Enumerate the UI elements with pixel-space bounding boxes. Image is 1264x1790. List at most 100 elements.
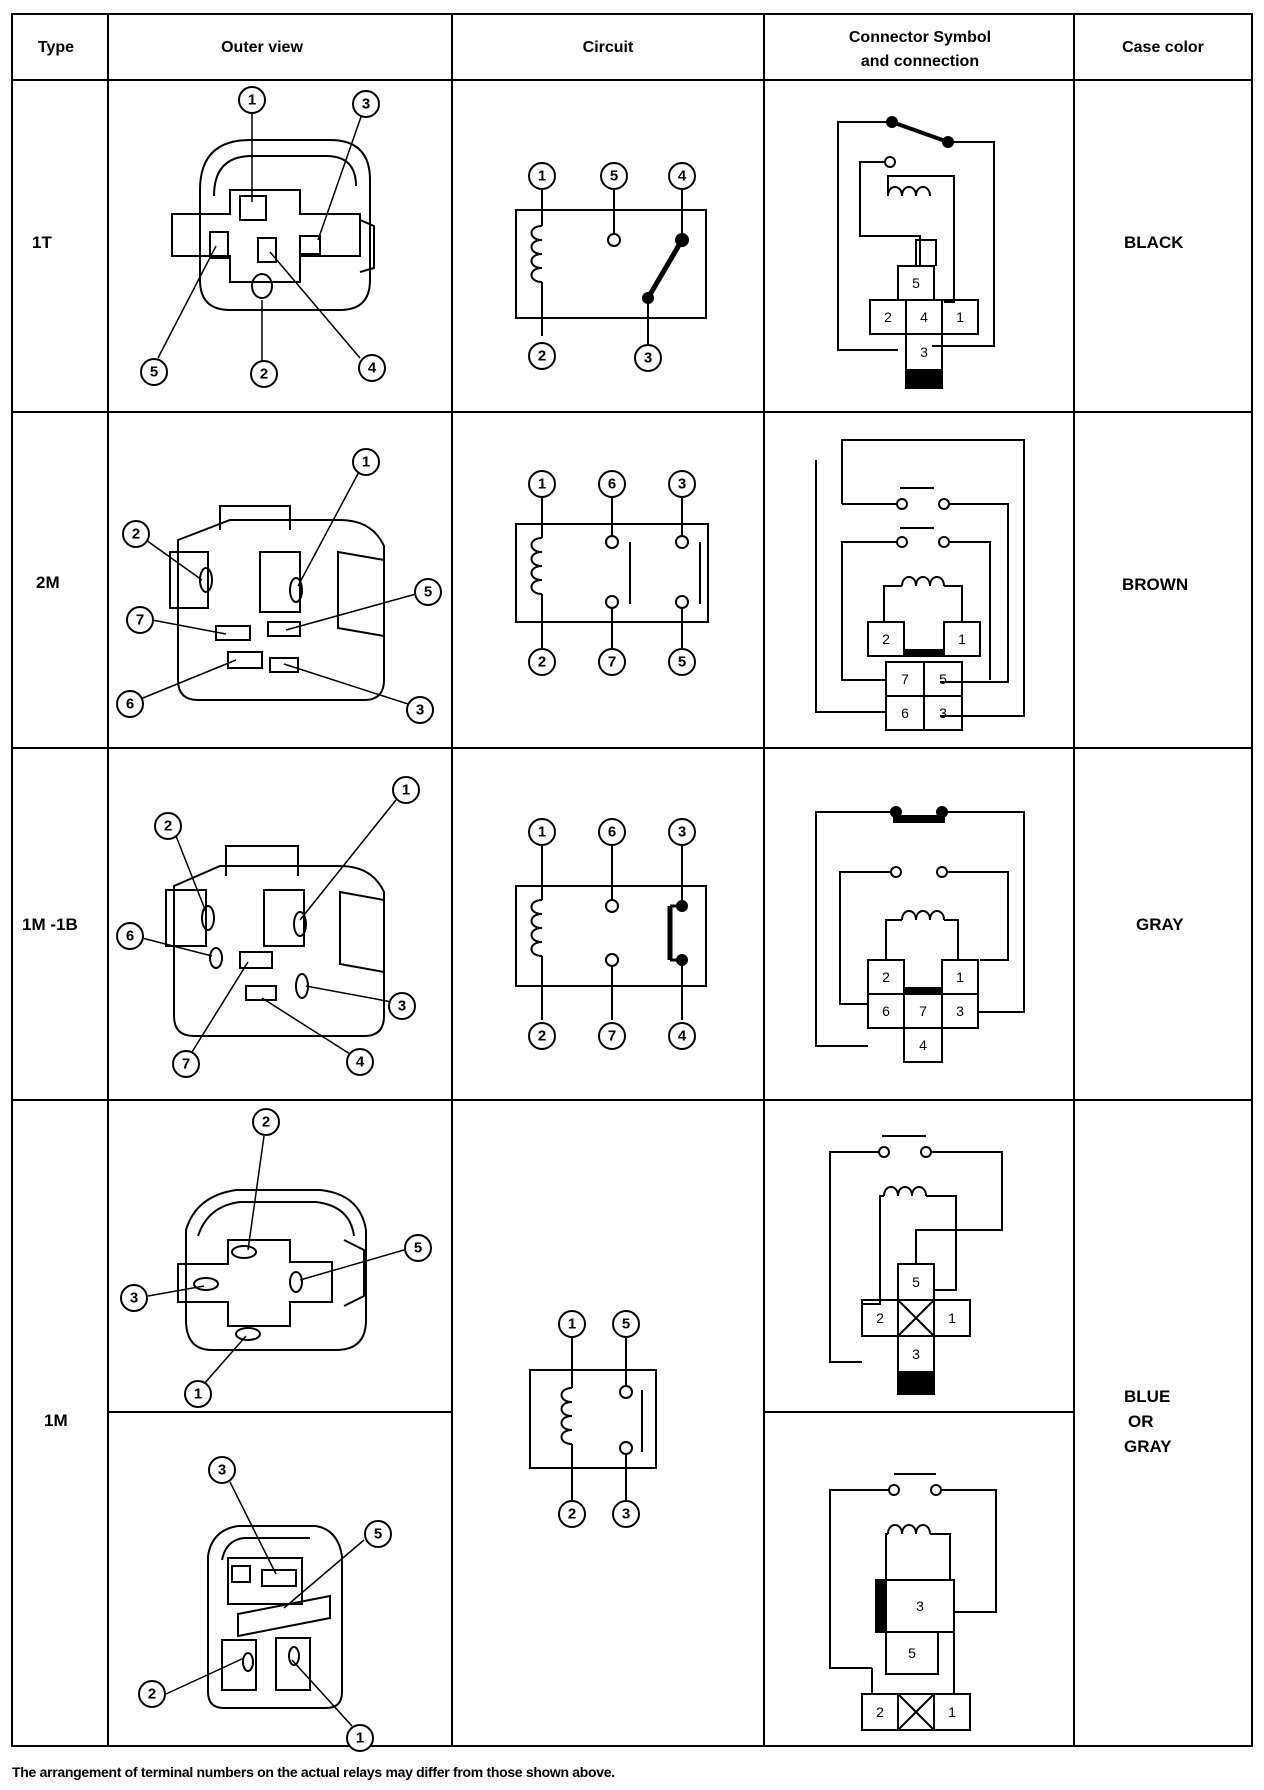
terminal-badge: 5 — [612, 1310, 640, 1338]
outer-view-2m — [169, 505, 385, 701]
terminal-number: 4 — [678, 1028, 687, 1045]
terminal-badge: 7 — [598, 648, 626, 676]
table-grid — [11, 13, 1253, 1747]
header-case-color: Case color — [1122, 39, 1204, 56]
terminal-number: 1 — [568, 1316, 576, 1333]
connector-pin-number: 2 — [876, 1310, 884, 1326]
case-color-2m: BROWN — [1122, 575, 1188, 594]
type-label-1t: 1T — [32, 233, 52, 252]
terminal-number: 3 — [622, 1506, 630, 1523]
terminal-number: 4 — [356, 1054, 365, 1071]
terminal-number: 3 — [678, 824, 686, 841]
terminal-badge: 6 — [598, 818, 626, 846]
connector-pin-number: 5 — [912, 275, 920, 291]
connector-pin-number: 3 — [916, 1598, 924, 1614]
terminal-badge: 2 — [122, 520, 150, 548]
terminal-number: 7 — [608, 654, 616, 671]
circuit-2m — [515, 498, 709, 648]
type-label-2m: 2M — [36, 573, 60, 592]
terminal-badge: 6 — [598, 470, 626, 498]
terminal-number: 6 — [126, 928, 134, 945]
terminal-badge: 3 — [612, 1500, 640, 1528]
connector-pin-number: 5 — [939, 671, 947, 687]
terminal-badge: 5 — [414, 578, 442, 606]
outer-view-1t — [171, 139, 375, 311]
circuit-1t-terminals: 1 5 4 2 3 — [528, 162, 696, 372]
terminal-number: 5 — [610, 168, 618, 185]
terminal-badge: 1 — [528, 470, 556, 498]
type-label-1m: 1M — [44, 1411, 68, 1430]
connector-1t — [837, 116, 995, 389]
outer-view-1m-b-terminals: 3 5 2 1 — [138, 1456, 392, 1752]
terminal-badge: 3 — [406, 696, 434, 724]
connector-1m-a — [829, 1135, 1003, 1395]
terminal-badge: 3 — [388, 992, 416, 1020]
terminal-badge: 5 — [140, 358, 168, 386]
terminal-number: 1 — [538, 476, 546, 493]
terminal-number: 5 — [678, 654, 686, 671]
terminal-number: 5 — [414, 1240, 422, 1257]
terminal-badge: 4 — [668, 1022, 696, 1050]
terminal-number: 7 — [136, 612, 144, 629]
terminal-badge: 1 — [528, 818, 556, 846]
terminal-number: 2 — [260, 366, 268, 383]
terminal-number: 5 — [150, 364, 158, 381]
circuit-1m1b-terminals: 1 6 3 2 7 4 — [528, 818, 696, 1050]
connector-1m-b-labels: 3 5 2 1 — [876, 1598, 956, 1720]
connector-2m-labels: 2 1 7 5 6 3 — [882, 631, 966, 721]
connector-pin-number: 2 — [882, 631, 890, 647]
header-connector-line1: Connector Symbol — [849, 29, 991, 46]
connector-pin-number: 1 — [956, 969, 964, 985]
connector-pin-number: 3 — [912, 1346, 920, 1362]
terminal-badge: 2 — [154, 812, 182, 840]
terminal-badge: 5 — [364, 1520, 392, 1548]
connector-pin-number: 5 — [908, 1645, 916, 1661]
terminal-badge: 7 — [172, 1050, 200, 1078]
terminal-number: 2 — [132, 526, 140, 543]
connector-1m-a-labels: 5 2 1 3 — [876, 1274, 956, 1362]
terminal-number: 2 — [262, 1114, 270, 1131]
terminal-badge: 2 — [528, 1022, 556, 1050]
terminal-badge: 5 — [600, 162, 628, 190]
terminal-badge: 4 — [358, 354, 386, 382]
terminal-badge: 2 — [138, 1680, 166, 1708]
terminal-number: 1 — [248, 92, 256, 109]
terminal-number: 2 — [538, 1028, 546, 1045]
terminal-badge: 2 — [528, 648, 556, 676]
connector-1t-labels: 5 2 4 1 3 — [884, 275, 964, 360]
connector-pin-number: 7 — [919, 1003, 927, 1019]
terminal-badge: 3 — [668, 818, 696, 846]
outer-view-1m1b-leaders — [141, 799, 397, 1055]
connector-pin-number: 5 — [912, 1274, 920, 1290]
terminal-number: 7 — [182, 1056, 190, 1073]
circuit-1m-terminals: 1 5 2 3 — [558, 1310, 640, 1528]
terminal-badge: 7 — [598, 1022, 626, 1050]
connector-1m-b — [829, 1473, 997, 1731]
terminal-badge: 3 — [120, 1284, 148, 1312]
connector-pin-number: 4 — [919, 1037, 927, 1053]
terminal-badge: 3 — [352, 90, 380, 118]
connector-pin-number: 6 — [882, 1003, 890, 1019]
terminal-number: 5 — [622, 1316, 630, 1333]
terminal-badge: 7 — [126, 606, 154, 634]
terminal-number: 3 — [416, 702, 424, 719]
circuit-1m — [529, 1338, 657, 1500]
outer-view-1m1b — [165, 845, 385, 1037]
terminal-number: 5 — [424, 584, 432, 601]
outer-view-1m-b-leaders — [165, 1481, 365, 1727]
terminal-number: 3 — [130, 1290, 138, 1307]
terminal-badge: 3 — [668, 470, 696, 498]
terminal-badge: 5 — [668, 648, 696, 676]
connector-pin-number: 3 — [956, 1003, 964, 1019]
terminal-badge: 1 — [392, 776, 420, 804]
connector-pin-number: 1 — [956, 309, 964, 325]
terminal-number: 2 — [538, 348, 546, 365]
terminal-number: 1 — [402, 782, 410, 799]
outer-view-1m-b — [207, 1525, 343, 1709]
header-outer-view: Outer view — [221, 39, 303, 56]
terminal-number: 1 — [194, 1386, 202, 1403]
connector-pin-number: 2 — [884, 309, 892, 325]
connector-pin-number: 1 — [958, 631, 966, 647]
case-color-1m-line3: GRAY — [1124, 1437, 1172, 1456]
terminal-number: 1 — [356, 1730, 364, 1747]
